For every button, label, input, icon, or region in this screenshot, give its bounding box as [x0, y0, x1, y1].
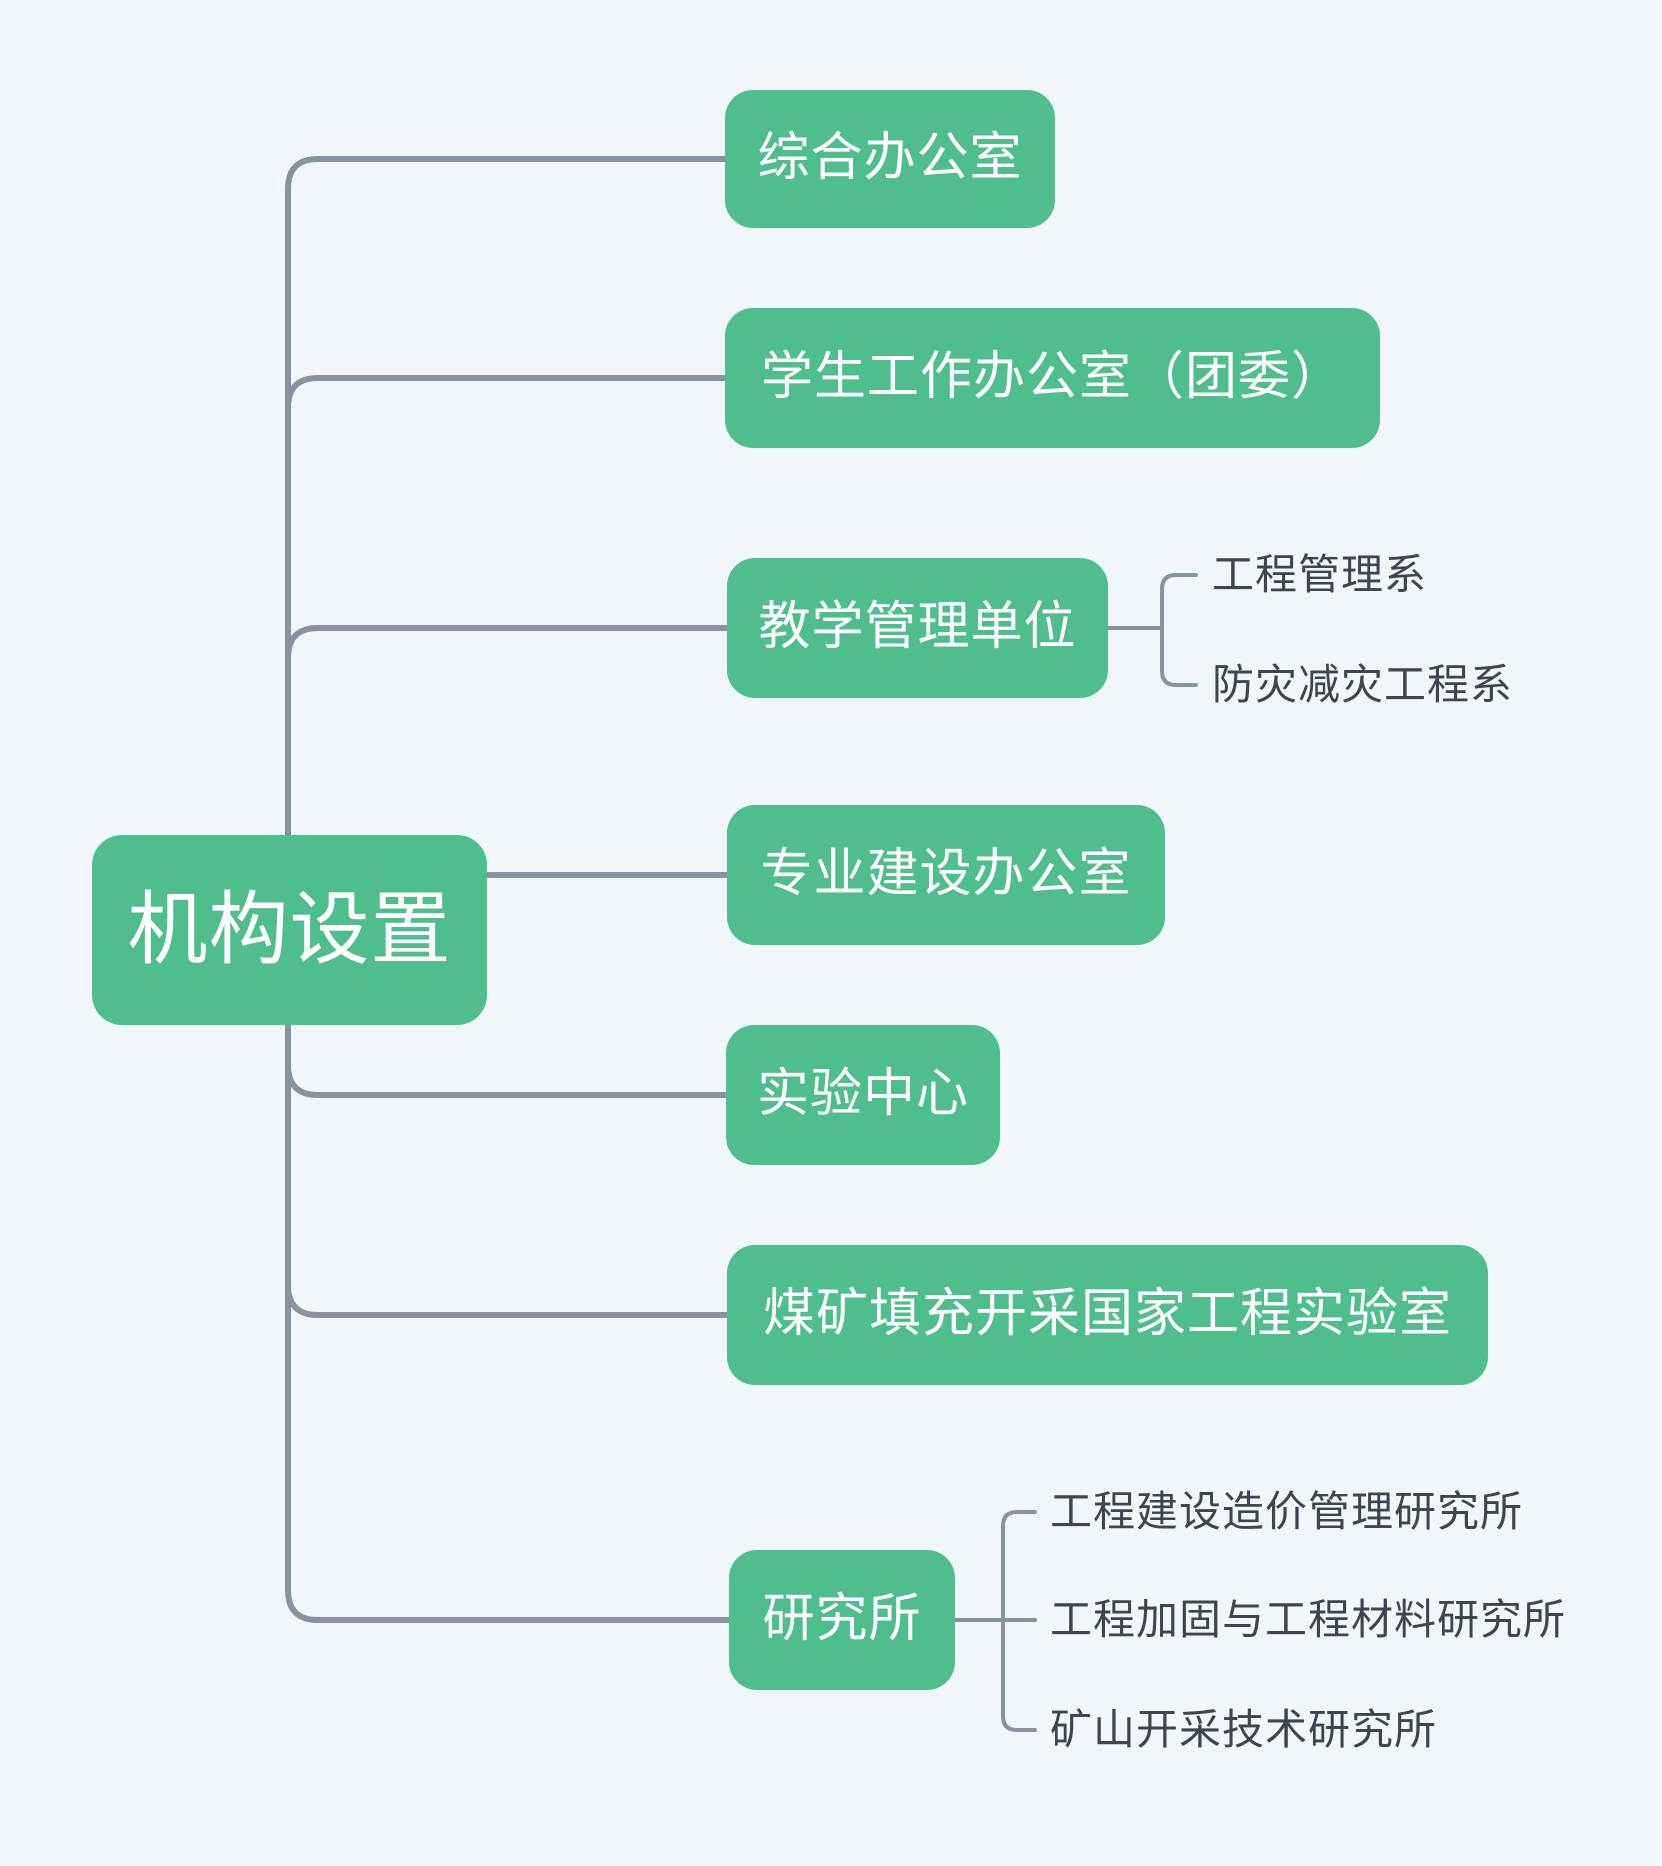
subbranch-line-disaster-dept [1160, 626, 1198, 687]
subbranch-line-mining-institute [1001, 1618, 1037, 1732]
branch-line-research-institutes [285, 927, 732, 1623]
node-label: 教学管理单位 [758, 597, 1077, 658]
subbranch-line-engineering-dept [1160, 573, 1198, 630]
node-teaching-management-units[interactable]: 教学管理单位 [727, 558, 1108, 698]
node-student-affairs-office[interactable]: 学生工作办公室（团委） [725, 308, 1380, 448]
branch-line-student-affairs [285, 375, 728, 933]
leaf-construction-cost-institute[interactable]: 工程建设造价管理研究所 [1050, 1487, 1524, 1536]
node-label: 专业建设办公室 [760, 844, 1132, 905]
root-node[interactable]: 机构设置 [92, 835, 487, 1025]
node-research-institutes[interactable]: 研究所 [729, 1550, 955, 1690]
node-label: 学生工作办公室（团委） [760, 347, 1344, 408]
branch-line-teaching-management [285, 625, 730, 933]
node-national-engineering-lab[interactable]: 煤矿填充开采国家工程实验室 [727, 1245, 1488, 1385]
branch-line-general-office [285, 156, 728, 933]
node-program-development-office[interactable]: 专业建设办公室 [727, 805, 1165, 945]
leaf-mining-technology-institute[interactable]: 矿山开采技术研究所 [1050, 1705, 1438, 1754]
root-node-label: 机构设置 [127, 883, 452, 976]
node-label: 煤矿填充开采国家工程实验室 [762, 1284, 1452, 1345]
leaf-reinforcement-materials-institute[interactable]: 工程加固与工程材料研究所 [1050, 1595, 1567, 1644]
node-label: 实验中心 [756, 1064, 969, 1125]
node-general-office[interactable]: 综合办公室 [725, 90, 1055, 228]
leaf-engineering-management-dept[interactable]: 工程管理系 [1212, 550, 1428, 599]
node-label: 综合办公室 [757, 128, 1023, 189]
leaf-disaster-prevention-dept[interactable]: 防灾减灾工程系 [1212, 660, 1514, 709]
node-label: 研究所 [762, 1589, 922, 1650]
subbranch-line-cost-institute [1001, 1510, 1037, 1622]
node-experiment-center[interactable]: 实验中心 [726, 1025, 1000, 1165]
